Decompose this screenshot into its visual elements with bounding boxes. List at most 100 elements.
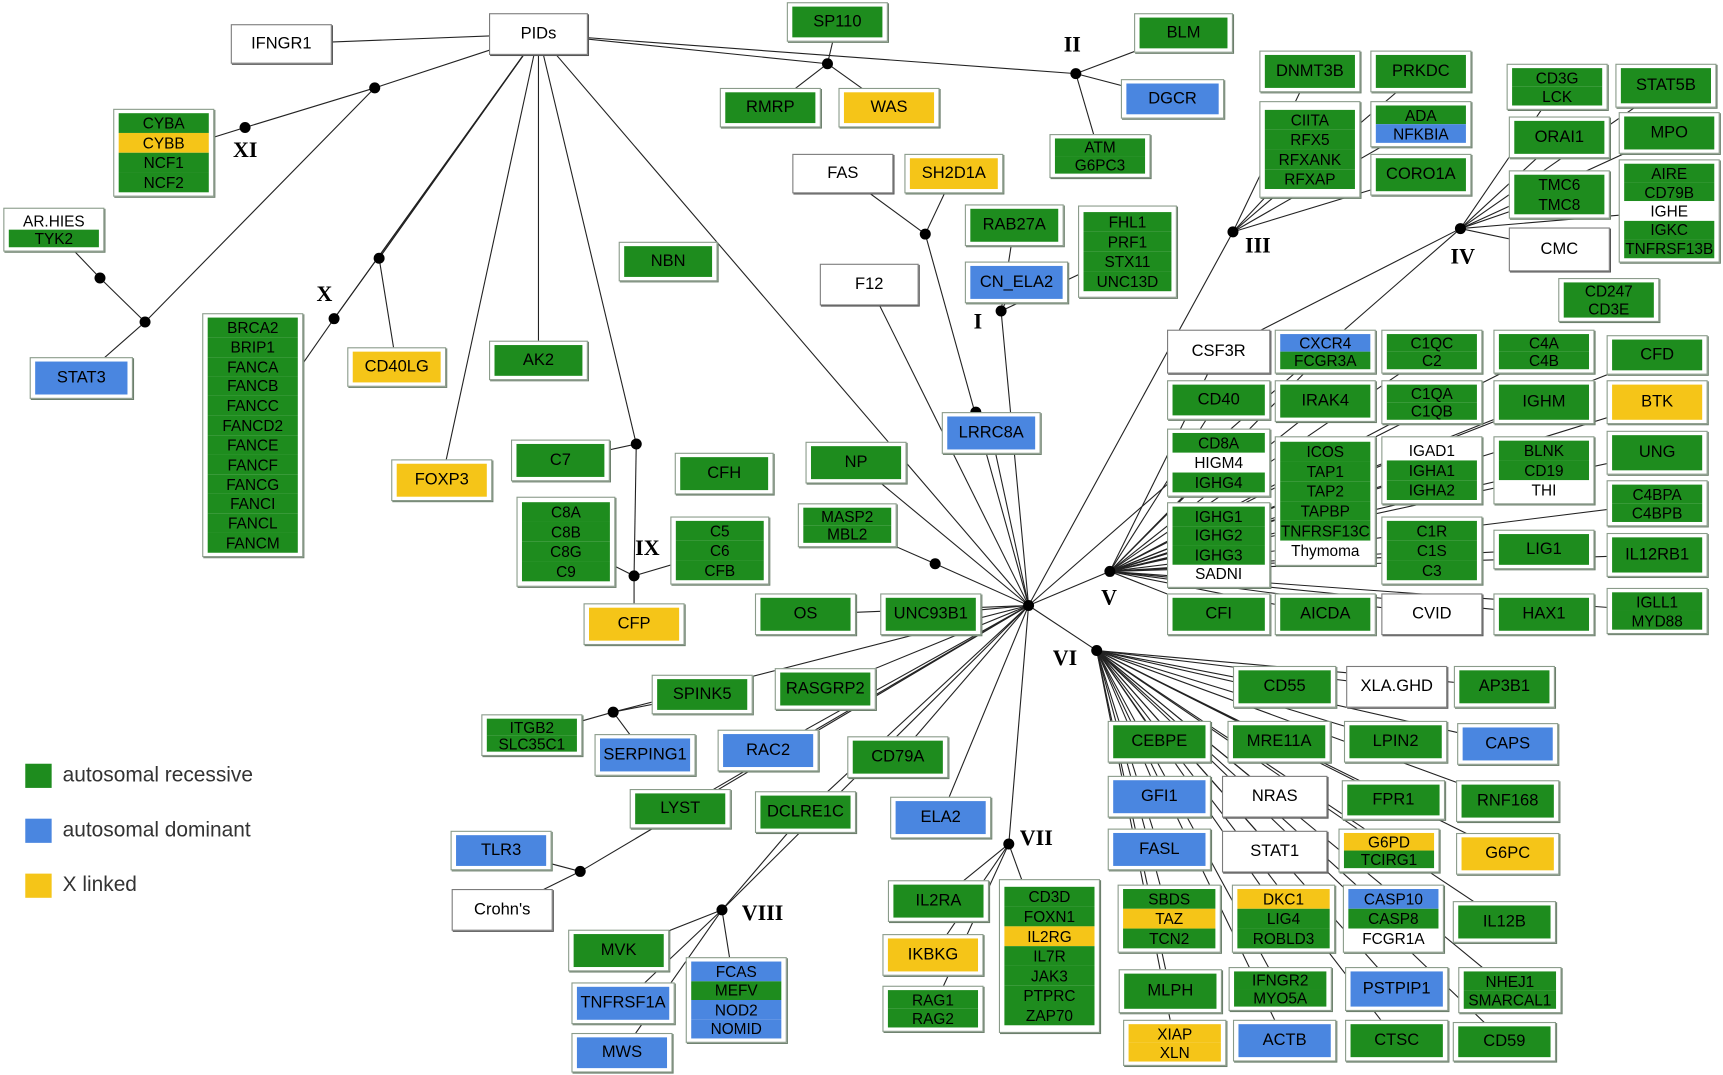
- gene-label: SBDS: [1123, 889, 1216, 909]
- gene-label: C3: [1386, 560, 1477, 581]
- gene-box-ela2: ELA2: [890, 796, 992, 839]
- gene-label: HAX1: [1498, 597, 1590, 631]
- edge-line: [1008, 605, 1030, 845]
- gene-label: Thymoma: [1280, 540, 1371, 561]
- gene-label: FANCG: [207, 474, 298, 494]
- gene-label: TAP1: [1280, 461, 1371, 482]
- gene-box-cebpe: CEBPE: [1107, 720, 1211, 763]
- gene-label: HIGM4: [1172, 452, 1265, 473]
- gene-label: CIITA: [1264, 109, 1355, 130]
- gene-label: NHEJ1: [1463, 971, 1557, 991]
- gene-label: C4A: [1498, 334, 1590, 352]
- gene-box-cd55: CD55: [1232, 665, 1337, 708]
- gene-label: ITGB2: [486, 718, 577, 736]
- gene-box-sh2d1a: SH2D1A: [904, 153, 1004, 194]
- gene-label: STAT3: [35, 361, 128, 395]
- gene-box-cd79a: CD79A: [847, 736, 949, 779]
- gene-label: LRRC8A: [947, 416, 1036, 450]
- gene-box-crohns: Crohn's: [451, 889, 553, 931]
- legend-swatch: [25, 818, 52, 843]
- edge-line: [441, 33, 539, 481]
- gene-label: C4B: [1498, 351, 1590, 370]
- gene-box-dgcr: DGCR: [1120, 79, 1225, 119]
- gene-box-ctsc: CTSC: [1345, 1019, 1449, 1062]
- gene-label: IGHG2: [1172, 525, 1265, 546]
- gene-label: TYK2: [8, 229, 99, 248]
- gene-label: LIG1: [1498, 534, 1590, 565]
- gene-label: MEFV: [691, 980, 782, 1000]
- edge-line: [1459, 86, 1558, 229]
- gene-label: IGHM: [1498, 384, 1590, 420]
- hub-dot-cfh: [630, 438, 642, 450]
- legend-item-autosomal-dominant: autosomal dominant: [25, 818, 251, 843]
- gene-label: TNFRSF1A: [576, 986, 670, 1020]
- gene-label: GFI1: [1113, 780, 1206, 814]
- gene-label: LYST: [635, 793, 726, 825]
- gene-label: PRKDC: [1375, 54, 1466, 88]
- gene-label: CD8A: [1172, 432, 1265, 453]
- gene-label: IRAK4: [1280, 384, 1371, 418]
- gene-label: FANCE: [207, 435, 298, 455]
- gene-label: CASP10: [1348, 889, 1439, 909]
- gene-label: G6PC3: [1054, 156, 1146, 174]
- gene-label: C7: [516, 443, 605, 477]
- category-label-V: V: [1101, 585, 1117, 610]
- gene-label: FANCL: [207, 513, 298, 534]
- gene-label: IL12RB1: [1612, 537, 1703, 573]
- gene-label: IL2RA: [893, 884, 984, 918]
- gene-label: CMC: [1514, 231, 1605, 268]
- edge-line: [1109, 550, 1432, 572]
- gene-label: UNC13D: [1083, 271, 1172, 292]
- gene-label: CFH: [680, 457, 769, 491]
- gene-label: UNC93B1: [885, 597, 976, 631]
- gene-label: CD55: [1238, 670, 1331, 704]
- gene-box-ighm: IGHM: [1493, 380, 1595, 425]
- gene-label: TAP2: [1280, 481, 1371, 502]
- gene-label: CD3G: [1512, 68, 1603, 87]
- gene-label: FOXN1: [1004, 906, 1095, 927]
- gene-box-ikbkg: IKBKG: [882, 934, 984, 976]
- gene-label: PRF1: [1083, 231, 1172, 252]
- gene-label: FANCI: [207, 493, 298, 514]
- hub-dot-sp: [821, 58, 833, 70]
- gene-label: AK2: [494, 345, 583, 376]
- gene-label: RAB27A: [970, 208, 1059, 242]
- gene-label: SLC35C1: [486, 735, 577, 752]
- gene-label: PIDs: [494, 17, 583, 51]
- gene-box-stat5b: STAT5B: [1615, 63, 1717, 108]
- gene-label: TMC6: [1514, 174, 1605, 195]
- gene-label: MLPH: [1124, 973, 1217, 1009]
- gene-box-hax1: HAX1: [1493, 593, 1595, 636]
- legend-swatch: [25, 873, 52, 898]
- edge-line: [537, 33, 637, 445]
- gene-label: CD247: [1563, 282, 1654, 300]
- gene-box-cnela2: CN_ELA2: [964, 261, 1069, 304]
- gene-box-aicda: AICDA: [1274, 593, 1376, 636]
- gene-label: SMARCAL1: [1463, 990, 1557, 1009]
- edge-line: [244, 87, 375, 128]
- gene-label: SPINK5: [657, 679, 748, 710]
- gene-label: ORAI1: [1514, 120, 1605, 154]
- gene-label: PSTPIP1: [1350, 971, 1443, 1007]
- gene-box-irak4: IRAK4: [1274, 380, 1376, 422]
- gene-label: FANCC: [207, 395, 298, 416]
- gene-label: TCN2: [1123, 928, 1216, 949]
- gene-box-il12rb1: IL12RB1: [1606, 532, 1708, 577]
- category-label-I: I: [973, 309, 983, 335]
- gene-box-lyst: LYST: [629, 789, 731, 829]
- gene-label: CD40: [1172, 384, 1265, 416]
- gene-box-rnf168: RNF168: [1456, 780, 1560, 822]
- gene-label: IGKC: [1624, 220, 1715, 240]
- gene-label: FANCM: [207, 533, 298, 553]
- gene-label: F12: [825, 268, 914, 302]
- edge-line: [621, 909, 723, 1054]
- gene-box-lig1: LIG1: [1493, 529, 1595, 570]
